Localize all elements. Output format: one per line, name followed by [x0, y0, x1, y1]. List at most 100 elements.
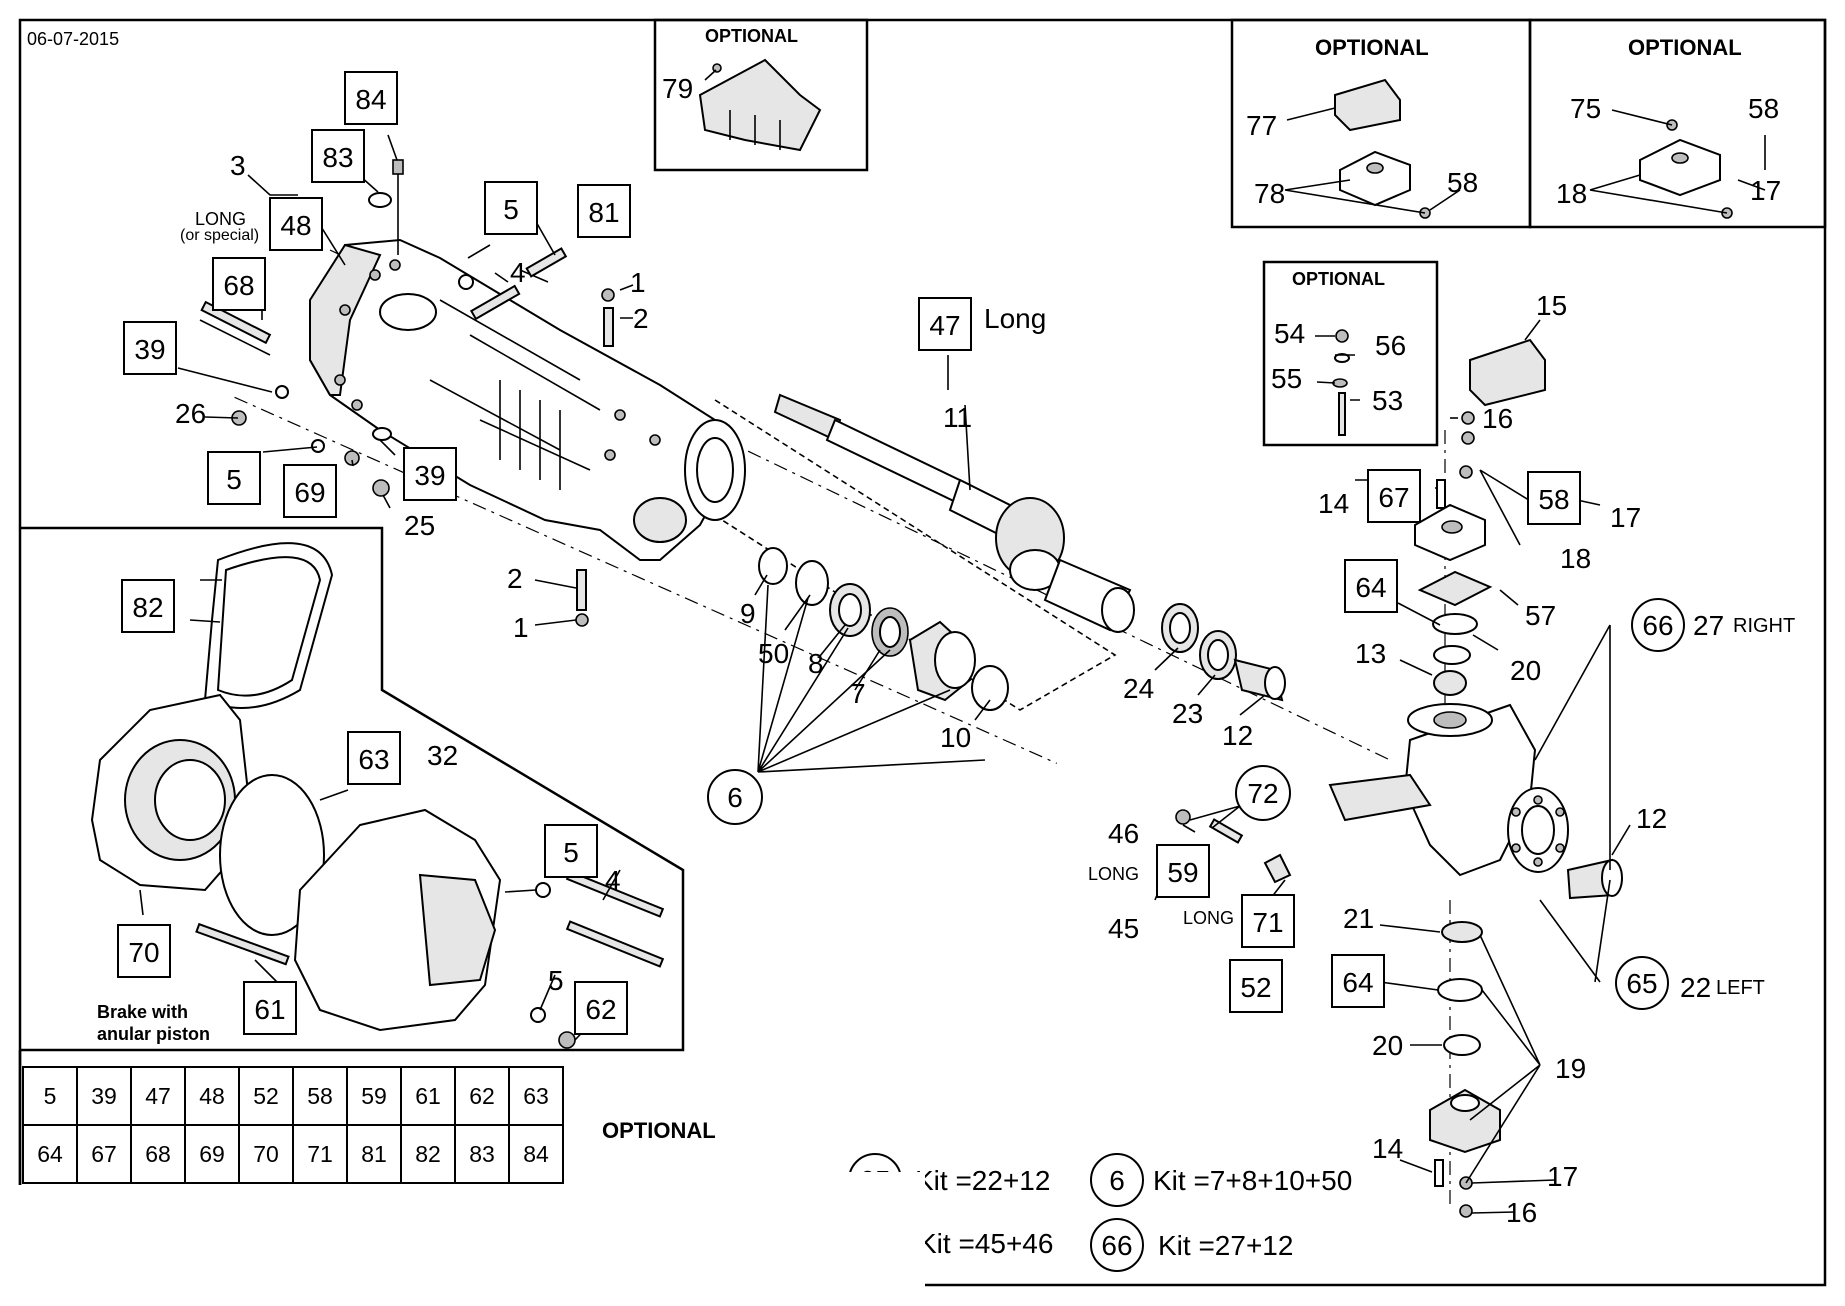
- svg-text:68: 68: [223, 270, 254, 301]
- callout-18b: 18: [1560, 543, 1591, 574]
- callout-19: 19: [1555, 1053, 1586, 1084]
- callout-11: 11: [943, 402, 972, 433]
- svg-text:66: 66: [1101, 1230, 1132, 1261]
- or-special-label-48: (or special): [180, 227, 259, 244]
- svg-text:64: 64: [1342, 967, 1373, 998]
- optional-label-top: OPTIONAL: [705, 26, 798, 46]
- optional-label-right-a: OPTIONAL: [1315, 35, 1429, 60]
- svg-text:69: 69: [294, 477, 325, 508]
- boxed-part-5c: 5: [544, 824, 598, 878]
- callout-17c: 17: [1547, 1161, 1578, 1192]
- svg-text:47: 47: [929, 310, 960, 341]
- svg-text:39: 39: [134, 334, 165, 365]
- boxed-part-64a: 64: [1344, 559, 1398, 613]
- boxed-part-62: 62: [574, 981, 628, 1035]
- svg-text:67: 67: [1378, 482, 1409, 513]
- callout-58a: 58: [1447, 167, 1478, 198]
- callout-16b: 16: [1506, 1197, 1537, 1228]
- svg-text:58: 58: [1538, 484, 1569, 515]
- table-cell: 52: [238, 1066, 294, 1126]
- callout-7: 7: [850, 678, 866, 709]
- table-cell: 39: [76, 1066, 132, 1126]
- housing-small-parts: [199, 159, 615, 627]
- kit-66: 66 Kit =27+12: [1090, 1218, 1293, 1272]
- optional-frame-mid: [1262, 260, 1439, 447]
- callout-58b: 58: [1748, 93, 1779, 124]
- callout-1a: 1: [630, 267, 646, 298]
- right-label: RIGHT: [1733, 615, 1795, 637]
- table-cell: 47: [130, 1066, 186, 1126]
- kit-6: 6 Kit =7+8+10+50: [1090, 1153, 1352, 1207]
- callout-53: 53: [1372, 385, 1403, 416]
- kit-72: Kit =45+46: [918, 1228, 1053, 1259]
- optional-label-mid: OPTIONAL: [1292, 269, 1385, 289]
- callout-4: 4: [510, 257, 526, 288]
- boxed-part-64b: 64: [1331, 954, 1385, 1008]
- callout-2b: 2: [507, 563, 523, 594]
- tie-rod-parts: [1175, 809, 1292, 884]
- optional-label-right-b: OPTIONAL: [1628, 35, 1742, 60]
- table-cell: 63: [508, 1066, 564, 1126]
- long-label-59: LONG: [1088, 864, 1139, 884]
- boxed-part-5b: 5: [207, 451, 261, 505]
- boxed-part-39b: 39: [403, 447, 457, 501]
- knuckle-upper-parts: [1414, 338, 1546, 696]
- callout-32: 32: [427, 740, 458, 771]
- svg-text:72: 72: [1247, 778, 1278, 809]
- optional-label-table: OPTIONAL: [602, 1118, 716, 1143]
- date-label: 06-07-2015: [27, 29, 119, 49]
- callout-78: 78: [1254, 178, 1285, 209]
- svg-text:5: 5: [226, 464, 242, 495]
- frames: [18, 18, 1827, 1287]
- table-cell: 68: [130, 1124, 186, 1184]
- knuckle-lower-parts: [1429, 921, 1501, 1218]
- callout-54: 54: [1274, 318, 1305, 349]
- table-cell: 67: [76, 1124, 132, 1184]
- long-label-71: LONG: [1183, 908, 1234, 928]
- svg-text:6: 6: [1109, 1165, 1125, 1196]
- table-cell: 69: [184, 1124, 240, 1184]
- callout-12a: 12: [1222, 720, 1253, 751]
- table-cell: 70: [238, 1124, 294, 1184]
- boxed-part-70: 70: [117, 924, 171, 978]
- table-cell: 71: [292, 1124, 348, 1184]
- table-cell: 64: [22, 1124, 78, 1184]
- svg-text:Kit =7+8+10+50: Kit =7+8+10+50: [1153, 1165, 1352, 1196]
- callout-77: 77: [1246, 110, 1277, 141]
- table-cell: 58: [292, 1066, 348, 1126]
- callout-14a: 14: [1318, 488, 1349, 519]
- optional-mid-parts: [1332, 329, 1350, 436]
- table-cell: 82: [400, 1124, 456, 1184]
- callout-50: 50: [758, 638, 789, 669]
- optional-right-parts: [1334, 78, 1733, 219]
- circled-part-65: 65: [1615, 956, 1669, 1010]
- optional-parts-table: 5 39 47 48 52 58 59 61 62 63 64 67 68 69…: [22, 1066, 564, 1184]
- optional-frame-right-b: [1528, 18, 1827, 229]
- table-cell: 5: [22, 1066, 78, 1126]
- brake-parts: [90, 542, 665, 1049]
- callout-55: 55: [1271, 363, 1302, 394]
- boxed-part-39a: 39: [123, 321, 177, 375]
- svg-text:65: 65: [1626, 968, 1657, 999]
- boxed-part-59: 59: [1156, 844, 1210, 898]
- callout-56: 56: [1375, 330, 1406, 361]
- callout-1b: 1: [513, 612, 529, 643]
- boxed-part-68: 68: [212, 257, 266, 311]
- callout-numbers: 3 4 1 2 26 25 2 1 9 50 8 7 10 11 24 23 1…: [175, 73, 1781, 1228]
- table-row: 64 67 68 69 70 71 81 82 83 84: [22, 1124, 564, 1184]
- svg-text:82: 82: [132, 592, 163, 623]
- callout-75: 75: [1570, 93, 1601, 124]
- svg-text:Kit =45+46: Kit =45+46: [918, 1228, 1053, 1259]
- svg-text:48: 48: [280, 210, 311, 241]
- callout-24: 24: [1123, 673, 1154, 704]
- axle-housing: [308, 238, 746, 561]
- callout-9: 9: [740, 598, 756, 629]
- svg-text:5: 5: [503, 194, 519, 225]
- callout-17b: 17: [1610, 502, 1641, 533]
- svg-text:66: 66: [1642, 610, 1673, 641]
- callout-16a: 16: [1482, 403, 1513, 434]
- svg-text:71: 71: [1252, 907, 1283, 938]
- boxed-part-82: 82: [121, 579, 175, 633]
